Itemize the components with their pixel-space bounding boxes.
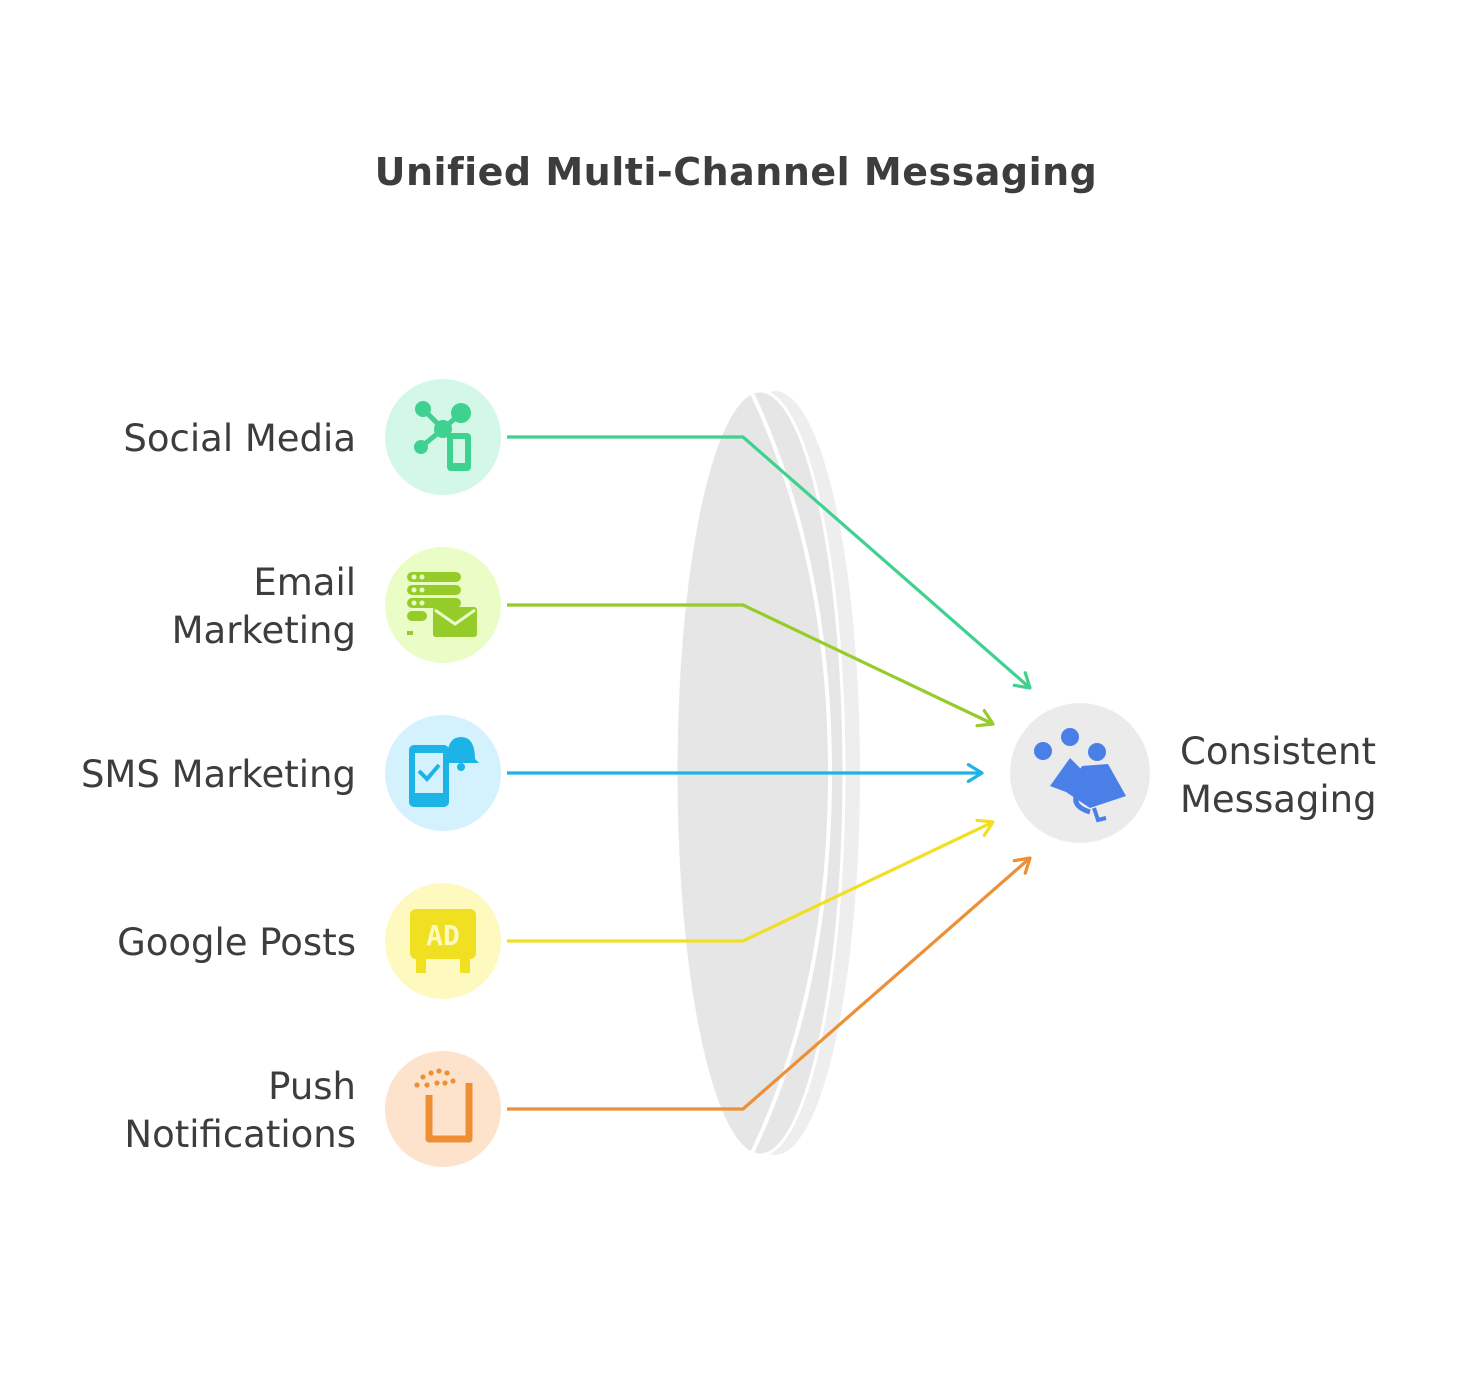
channel-node [385, 715, 501, 831]
channel-circle [385, 1051, 501, 1167]
arrow-2 [507, 603, 995, 728]
channel-label-line: Notifications [124, 1113, 356, 1156]
channel-node [385, 379, 501, 495]
megaphone-people-icon [1034, 728, 1126, 823]
arrow-3 [507, 763, 984, 783]
channel-node [385, 547, 501, 663]
channel-label: Google Posts [16, 919, 356, 967]
ad-board-icon: AD [410, 909, 476, 973]
channel-node [385, 1051, 501, 1167]
arrow-5 [507, 856, 1032, 1111]
arrow-1 [507, 435, 1032, 690]
channel-label-line: Push [268, 1065, 356, 1108]
channel-node: AD [385, 883, 501, 999]
diagram-title: Unified Multi-Channel Messaging [374, 150, 1098, 194]
server-mail-icon [407, 572, 477, 637]
hub-label-line: Consistent [1180, 730, 1376, 773]
channel-label: Social Media [16, 415, 356, 463]
channel-label: SMS Marketing [16, 751, 356, 799]
channel-label-line: Marketing [171, 609, 356, 652]
phone-bell-icon [409, 737, 479, 807]
phone-notification-icon [414, 1068, 473, 1143]
channel-label-line: Google Posts [117, 921, 356, 964]
network-phone-icon [414, 401, 471, 471]
channel-label-line: SMS Marketing [80, 753, 356, 796]
channel-arrows [507, 435, 1032, 1111]
arrow-4 [507, 818, 995, 943]
channel-label-line: Social Media [123, 417, 356, 460]
svg-text:AD: AD [426, 919, 460, 952]
hub-label: Consistent Messaging [1180, 728, 1460, 824]
channel-label-line: Email [253, 561, 356, 604]
hub-node [1010, 703, 1150, 843]
hub-label-line: Messaging [1180, 778, 1377, 821]
